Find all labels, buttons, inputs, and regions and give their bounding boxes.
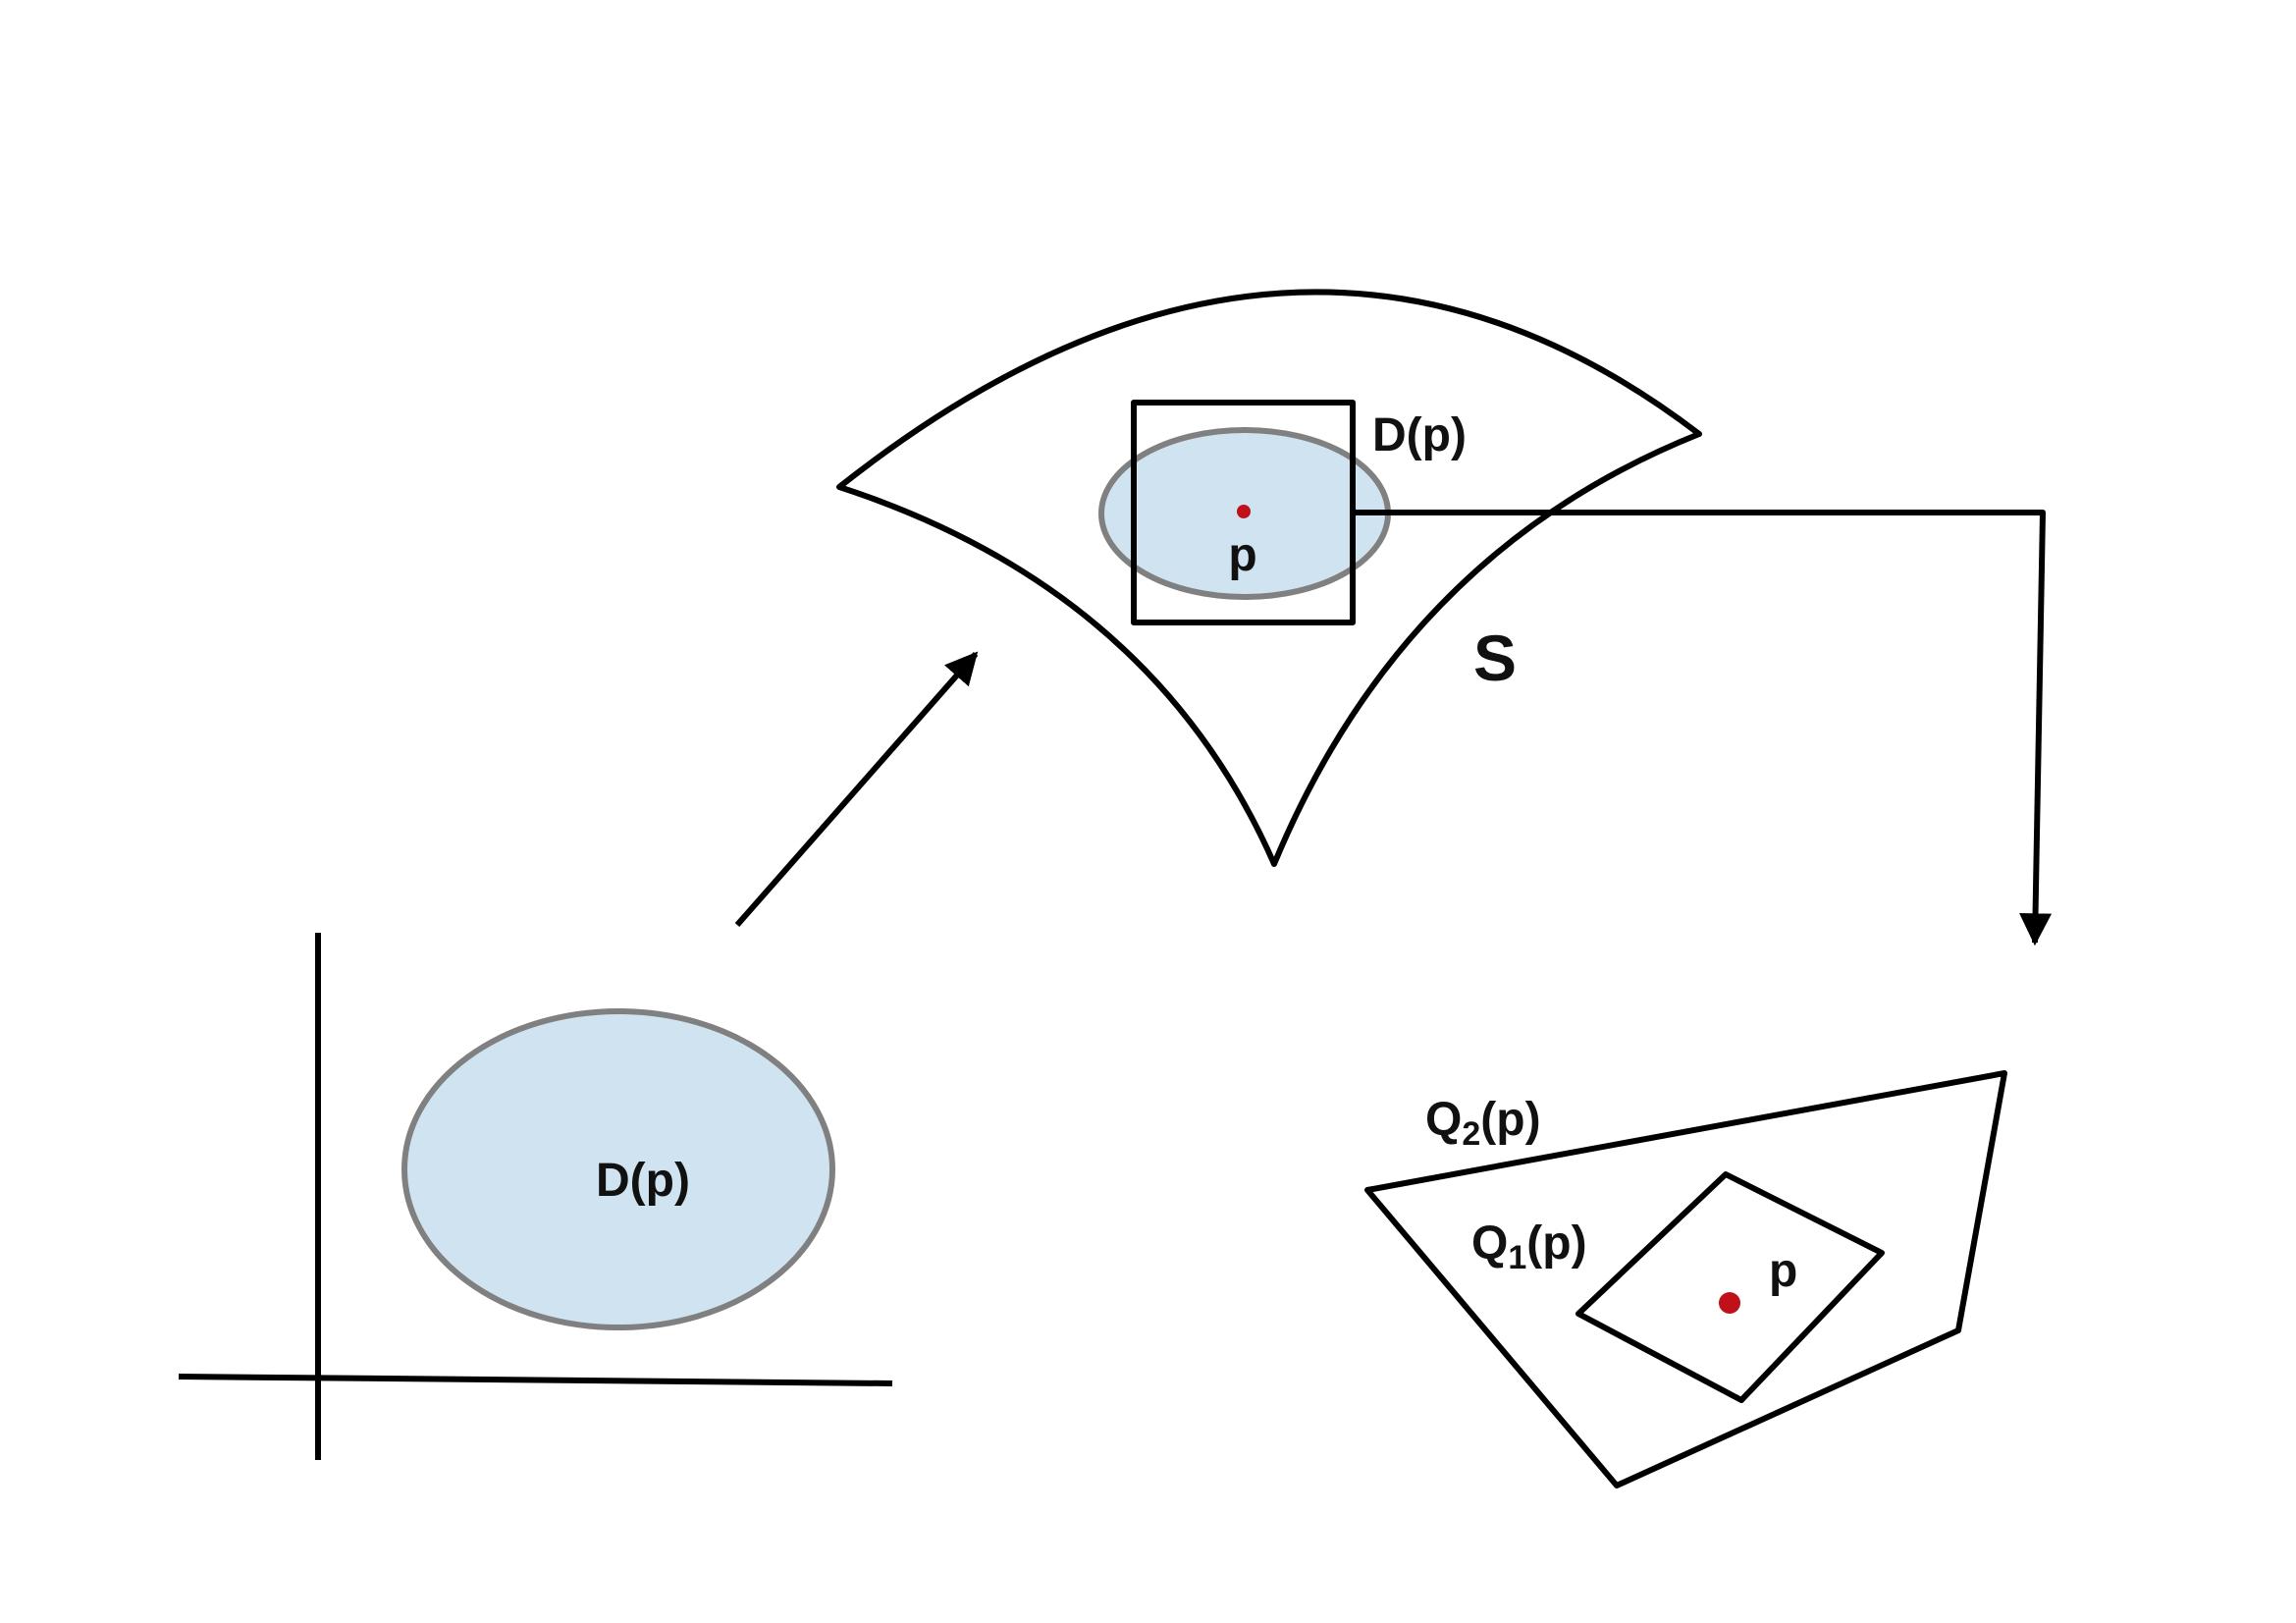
surface-region-label: D(p) [1372, 409, 1467, 461]
outer-quad-q2 [1364, 1070, 2007, 1488]
inner-quad-q1 [1575, 1171, 1885, 1403]
q1-label-base: Q [1471, 1217, 1508, 1270]
surface-outline [836, 289, 1702, 867]
quad-point-dot [1719, 1292, 1740, 1314]
q2-label-subscript: 2 [1462, 1115, 1480, 1153]
quad-regions: p Q2(p) Q1(p) [1364, 1070, 2007, 1488]
quad-point-label: p [1769, 1245, 1797, 1297]
q1-label: Q1(p) [1471, 1217, 1587, 1276]
surface-point-dot [1237, 505, 1251, 518]
surface-point-label: p [1228, 529, 1256, 581]
q1-label-argument: (p) [1526, 1217, 1586, 1270]
q2-label: Q2(p) [1425, 1094, 1541, 1153]
q1-label-subscript: 1 [1508, 1239, 1526, 1276]
surface-label: S [1473, 622, 1517, 694]
surface-patch: p D(p) S [836, 289, 1702, 867]
domain-region-label: D(p) [596, 1155, 690, 1207]
domain-region-disk [401, 1008, 835, 1330]
q2-label-argument: (p) [1480, 1094, 1540, 1146]
q2-label-base: Q [1425, 1094, 1462, 1146]
parameter-domain: D(p) [178, 933, 893, 1460]
horizontal-axis [178, 1374, 893, 1386]
projection-arrow [1353, 510, 2053, 947]
mapping-arrow [734, 651, 979, 927]
